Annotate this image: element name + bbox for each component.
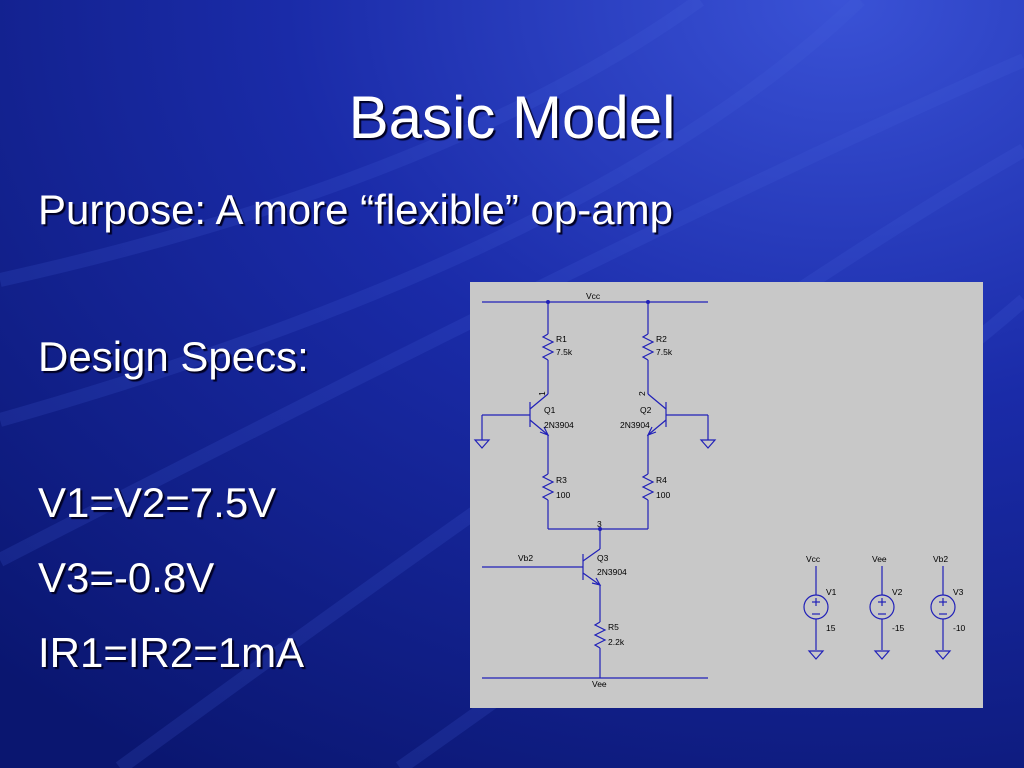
v2-name: V2	[892, 587, 903, 597]
r5-value: 2.2k	[608, 637, 625, 647]
v3-name: V3	[953, 587, 964, 597]
r2-name: R2	[656, 334, 667, 344]
r1-name: R1	[556, 334, 567, 344]
voltage-source-v1	[803, 566, 829, 650]
r4-value: 100	[656, 490, 670, 500]
spec-v3: V3=-0.8V	[38, 554, 215, 601]
resistor-r2	[641, 302, 655, 394]
vb2-input-label: Vb2	[518, 553, 533, 563]
ground-icon	[473, 439, 491, 449]
q3-name: Q3	[597, 553, 609, 563]
r5-name: R5	[608, 622, 619, 632]
slide-title: Basic Model	[348, 84, 676, 151]
voltage-source-v2	[869, 566, 895, 650]
v2-value: -15	[892, 623, 905, 633]
purpose-text: Purpose: A more “flexible” op-amp	[38, 186, 673, 233]
q1-name: Q1	[544, 405, 556, 415]
circuit-schematic: Vcc R1 7.5k 1 R2 7.5k 2 Q1 2N3904 Q2 2N3…	[470, 282, 983, 708]
vcc-net-label: Vcc	[586, 291, 601, 301]
r4-name: R4	[656, 475, 667, 485]
r2-value: 7.5k	[656, 347, 673, 357]
node-1-label: 1	[537, 391, 547, 396]
q3-model: 2N3904	[597, 567, 627, 577]
v1-name: V1	[826, 587, 837, 597]
ground-icon	[873, 650, 891, 660]
v3-value: -10	[953, 623, 966, 633]
voltage-source-v3	[930, 566, 956, 650]
q2-name: Q2	[640, 405, 652, 415]
r3-name: R3	[556, 475, 567, 485]
v3-net-label: Vb2	[933, 554, 948, 564]
transistor-q3	[482, 529, 602, 586]
transistor-q1	[481, 393, 550, 440]
vee-net-label: Vee	[592, 679, 607, 689]
v1-net-label: Vcc	[806, 554, 821, 564]
resistor-r1	[541, 302, 555, 394]
node-2-label: 2	[637, 391, 647, 396]
r1-value: 7.5k	[556, 347, 573, 357]
resistor-r4	[641, 435, 655, 529]
q1-model: 2N3904	[544, 420, 574, 430]
ground-icon	[807, 650, 825, 660]
v1-value: 15	[826, 623, 836, 633]
resistor-r5	[593, 585, 607, 678]
resistor-r3	[541, 435, 555, 529]
spec-v1-v2: V1=V2=7.5V	[38, 479, 277, 526]
r3-value: 100	[556, 490, 570, 500]
design-specs-heading: Design Specs:	[38, 333, 309, 380]
v2-net-label: Vee	[872, 554, 887, 564]
ground-icon	[934, 650, 952, 660]
ground-icon	[699, 439, 717, 449]
spec-ir1-ir2: IR1=IR2=1mA	[38, 629, 305, 676]
transistor-q2	[646, 393, 709, 440]
node-3-label: 3	[597, 519, 602, 529]
q2-model: 2N3904	[620, 420, 650, 430]
